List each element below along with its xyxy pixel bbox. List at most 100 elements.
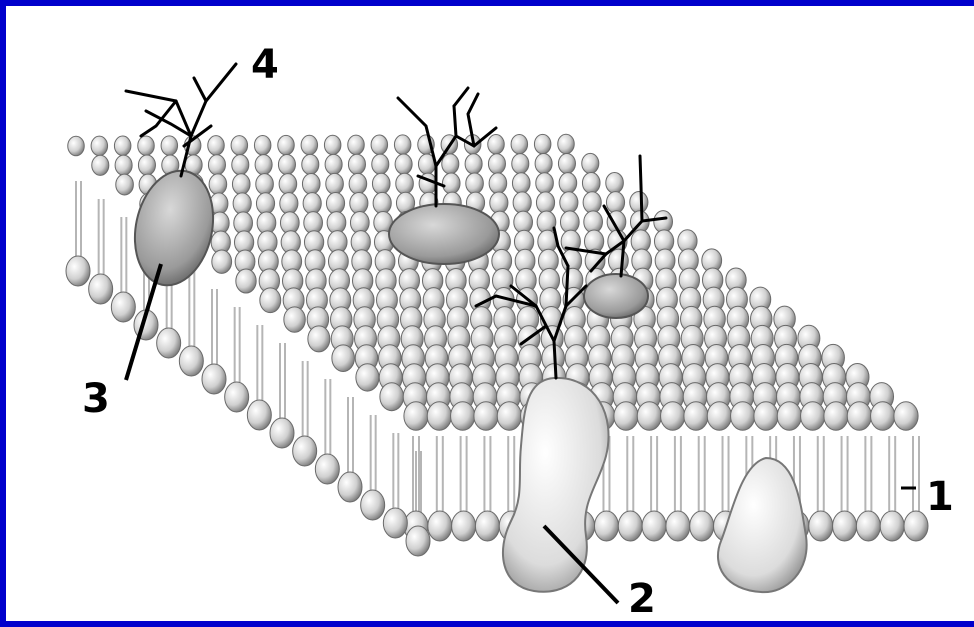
- lipid-head: [326, 193, 344, 214]
- lipid-head: [324, 135, 341, 155]
- lipid-head: [68, 136, 85, 156]
- lipid-head: [754, 402, 778, 431]
- lipid-head: [594, 511, 618, 541]
- lipid-head: [212, 250, 232, 273]
- lipid-head: [442, 154, 459, 174]
- lipid-head: [488, 154, 505, 174]
- lipid-head: [731, 402, 755, 431]
- lipid-head: [260, 288, 281, 313]
- lipid-head: [630, 192, 648, 213]
- cell-membrane-diagram: 1 2 3 4: [6, 6, 974, 621]
- lipid-head: [488, 135, 505, 155]
- lipid-head: [511, 134, 528, 154]
- lipid-head: [582, 153, 599, 173]
- lipid-head: [92, 155, 109, 175]
- lipid-head: [303, 193, 321, 214]
- lipid-head: [475, 511, 499, 541]
- lipid-head: [256, 193, 274, 214]
- lipid-head: [349, 173, 367, 194]
- lipid-head: [111, 292, 135, 322]
- lipid-head: [383, 508, 407, 538]
- lipid-head: [255, 155, 272, 175]
- lipid-head: [666, 511, 690, 541]
- lipid-head: [373, 192, 391, 213]
- lipid-head: [247, 400, 271, 430]
- lipid-head: [348, 154, 365, 174]
- lipid-head: [301, 135, 318, 155]
- lipid-head: [157, 328, 181, 358]
- lipid-head: [315, 454, 339, 484]
- lipid-head: [856, 511, 880, 541]
- lipid-head: [777, 402, 801, 431]
- lipid-head: [270, 418, 294, 448]
- lipid-head: [466, 173, 484, 194]
- lipid-head: [512, 173, 530, 194]
- lipid-head: [880, 511, 904, 541]
- surface-protein-center: [389, 204, 499, 264]
- lipid-head: [442, 173, 460, 194]
- lipid-head: [490, 192, 508, 213]
- lipid-head: [684, 402, 708, 431]
- lipid-head: [361, 490, 385, 520]
- lipid-head: [233, 193, 251, 214]
- lipid-head: [513, 192, 531, 213]
- lipid-head: [614, 402, 638, 431]
- lipid-head: [91, 136, 108, 156]
- lipid-head: [606, 172, 624, 193]
- lipid-head: [278, 135, 295, 155]
- label-3: 3: [82, 376, 110, 422]
- lipid-head: [474, 402, 498, 431]
- lipid-head: [637, 402, 661, 431]
- lipid-head: [231, 136, 248, 156]
- lipid-head: [380, 383, 404, 411]
- lipid-head: [302, 154, 319, 174]
- lipid-head: [558, 153, 575, 173]
- lipid-head: [894, 402, 918, 431]
- lipid-head: [394, 135, 411, 155]
- lipid-head: [451, 402, 475, 431]
- lipid-head: [395, 154, 412, 174]
- lipid-head: [350, 192, 368, 213]
- lipid-head: [232, 155, 249, 175]
- lipid-head: [824, 402, 848, 431]
- lipid-head: [801, 402, 825, 431]
- lipid-head: [904, 511, 928, 541]
- lipid-head: [535, 154, 552, 174]
- lipid-head: [372, 154, 389, 174]
- lipid-head: [406, 526, 430, 556]
- lipid-head: [332, 345, 355, 372]
- lipid-head: [558, 134, 575, 154]
- lipid-head: [284, 307, 305, 332]
- lipid-head: [236, 269, 256, 293]
- lipid-head: [560, 192, 578, 213]
- lipid-head: [618, 511, 642, 541]
- lipid-head: [536, 173, 554, 194]
- lipid-head: [427, 402, 451, 431]
- lipid-head: [179, 346, 203, 376]
- diagram-frame: 1 2 3 4: [6, 6, 974, 621]
- lipid-head: [116, 174, 134, 195]
- lipid-head: [371, 135, 388, 155]
- lipid-head: [452, 511, 476, 541]
- lipid-head: [847, 402, 871, 431]
- surface-protein-right: [584, 274, 648, 318]
- lipid-head: [232, 174, 250, 195]
- lipid-head: [325, 154, 342, 174]
- lipid-head: [534, 134, 551, 154]
- lipid-head: [497, 402, 521, 431]
- label-1: 1: [926, 474, 954, 520]
- lipid-head: [661, 402, 685, 431]
- lipid-head: [161, 136, 178, 156]
- lipid-head: [489, 173, 507, 194]
- lipid-head: [348, 135, 365, 155]
- lipid-head: [338, 472, 362, 502]
- lipid-head: [372, 173, 390, 194]
- lipid-head: [583, 192, 601, 213]
- lipid-head: [326, 173, 344, 194]
- label-2: 2: [628, 576, 656, 621]
- label-4: 4: [251, 42, 279, 88]
- lipid-head: [606, 192, 624, 213]
- lipid-head: [465, 154, 482, 174]
- lipid-head: [536, 192, 554, 213]
- lipid-head: [582, 173, 600, 194]
